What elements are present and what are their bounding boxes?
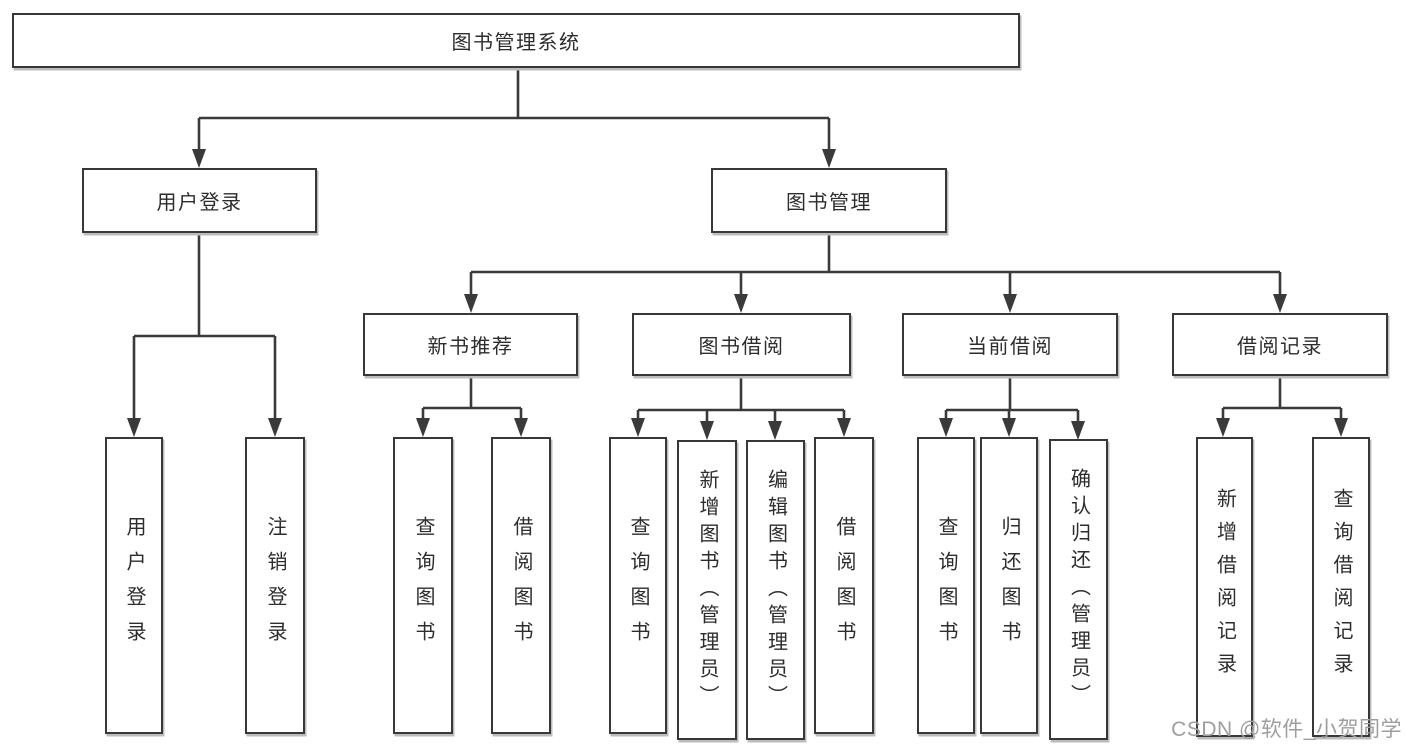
leaf-return-books: 归还图书 bbox=[980, 437, 1038, 734]
leaf-query-books-recommend: 查询图书 bbox=[393, 437, 453, 734]
leaf-query-books-recommend-label: 查询图书 bbox=[412, 515, 434, 656]
arrowhead-icon bbox=[268, 418, 282, 437]
node-user-login: 用户登录 bbox=[82, 168, 317, 233]
leaf-add-borrow-record: 新增借阅记录 bbox=[1196, 437, 1253, 737]
connector-current-borrow-to-children bbox=[944, 376, 1080, 423]
connector-book-management-to-children bbox=[469, 233, 1282, 296]
node-new-book-recommendation: 新书推荐 bbox=[363, 313, 578, 376]
leaf-add-book-admin: 新增图书（管理员） bbox=[677, 440, 737, 740]
node-new-book-recommendation-label: 新书推荐 bbox=[427, 336, 514, 358]
node-book-borrowing: 图书借阅 bbox=[632, 313, 851, 376]
arrowhead-icon bbox=[127, 418, 141, 437]
node-root: 图书管理系统 bbox=[12, 13, 1020, 68]
arrowhead-icon bbox=[1334, 418, 1348, 437]
leaf-query-books-borrowing: 查询图书 bbox=[609, 437, 667, 734]
leaf-user-login: 用户登录 bbox=[105, 437, 163, 734]
leaf-query-books-borrowing-label: 查询图书 bbox=[627, 515, 649, 656]
node-current-borrowing: 当前借阅 bbox=[902, 313, 1118, 376]
arrowhead-icon bbox=[1216, 418, 1230, 437]
leaf-query-books-current: 查询图书 bbox=[917, 437, 975, 734]
arrowhead-icon bbox=[1071, 421, 1085, 440]
leaf-confirm-return-admin: 确认归还（管理员） bbox=[1049, 439, 1108, 740]
leaf-add-book-admin-label: 新增图书（管理员） bbox=[696, 468, 718, 712]
arrowhead-icon bbox=[822, 149, 836, 168]
leaf-logout-label: 注销登录 bbox=[264, 515, 286, 656]
arrowhead-icon bbox=[939, 418, 953, 437]
leaf-borrow-books-borrowing-label: 借阅图书 bbox=[833, 515, 855, 656]
watermark: CSDN @软件_小贺同学 bbox=[1171, 718, 1402, 741]
arrowhead-icon bbox=[837, 418, 851, 437]
arrowhead-icon bbox=[1002, 418, 1016, 437]
node-user-login-label: 用户登录 bbox=[156, 192, 243, 214]
leaf-borrow-books-recommend: 借阅图书 bbox=[491, 437, 551, 734]
arrowhead-icon bbox=[700, 421, 714, 440]
arrowhead-icon bbox=[514, 418, 528, 437]
connector-records-to-children bbox=[1221, 376, 1343, 420]
leaf-query-books-current-label: 查询图书 bbox=[935, 515, 957, 656]
connector-root-to-level2 bbox=[197, 68, 831, 152]
arrowhead-icon bbox=[768, 421, 782, 440]
node-current-borrowing-label: 当前借阅 bbox=[967, 336, 1053, 358]
leaf-user-login-label: 用户登录 bbox=[123, 515, 145, 656]
leaf-confirm-return-admin-label: 确认归还（管理员） bbox=[1067, 468, 1090, 711]
leaf-logout: 注销登录 bbox=[245, 437, 305, 734]
node-borrowing-records-label: 借阅记录 bbox=[1237, 336, 1323, 358]
node-book-management: 图书管理 bbox=[711, 168, 947, 233]
arrowhead-icon bbox=[416, 418, 430, 437]
arrowhead-icon bbox=[1273, 294, 1287, 313]
connector-book-borrow-to-children bbox=[636, 376, 846, 423]
arrowhead-icon bbox=[1003, 294, 1017, 313]
leaf-borrow-books-borrowing: 借阅图书 bbox=[814, 437, 874, 734]
connector-new-book-to-children bbox=[421, 376, 523, 420]
leaf-return-books-label: 归还图书 bbox=[998, 515, 1020, 656]
leaf-edit-book-admin-label: 编辑图书（管理员） bbox=[764, 468, 787, 712]
node-book-management-label: 图书管理 bbox=[786, 192, 872, 214]
leaf-query-borrow-record: 查询借阅记录 bbox=[1312, 437, 1370, 737]
node-borrowing-records: 借阅记录 bbox=[1172, 313, 1388, 376]
arrowheads bbox=[127, 149, 1348, 440]
node-root-label: 图书管理系统 bbox=[451, 32, 581, 54]
arrowhead-icon bbox=[631, 418, 645, 437]
leaf-borrow-books-recommend-label: 借阅图书 bbox=[510, 515, 532, 656]
arrowhead-icon bbox=[192, 149, 206, 168]
leaf-add-borrow-record-label: 新增借阅记录 bbox=[1213, 488, 1236, 686]
leaf-edit-book-admin: 编辑图书（管理员） bbox=[746, 440, 805, 740]
arrowhead-icon bbox=[734, 294, 748, 313]
node-book-borrowing-label: 图书借阅 bbox=[698, 336, 785, 358]
connector-user-login-to-children bbox=[132, 233, 277, 420]
arrowhead-icon bbox=[464, 294, 478, 313]
leaf-query-borrow-record-label: 查询借阅记录 bbox=[1330, 488, 1352, 686]
